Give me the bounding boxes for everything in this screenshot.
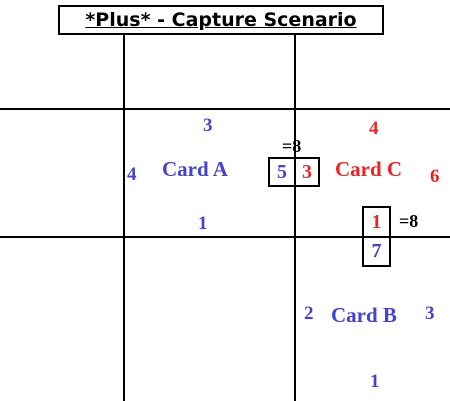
- card-b-name: Card B: [331, 303, 397, 327]
- card-b-left-value: 2: [304, 303, 314, 324]
- card-b-bottom-value: 1: [370, 371, 380, 392]
- card-c-bottom-value-box: 1: [362, 206, 391, 238]
- card-b-top-value-box: 7: [362, 236, 391, 267]
- card-c-right-value: 6: [430, 166, 440, 187]
- card-a-bottom-value: 1: [198, 213, 208, 234]
- card-a-left-value: 4: [127, 164, 137, 185]
- horizontal-sum-label: =8: [282, 136, 302, 156]
- card-c-left-value-box: 3: [294, 157, 320, 187]
- grid-line-horizontal-bottom: [0, 236, 450, 238]
- card-b-right-value: 3: [425, 303, 435, 324]
- card-a-top-value: 3: [203, 115, 213, 136]
- vertical-sum-label: =8: [399, 211, 419, 231]
- diagram-title: *Plus* - Capture Scenario: [58, 5, 384, 35]
- card-a-name: Card A: [162, 157, 228, 181]
- card-a-right-value-box: 5: [268, 157, 296, 187]
- card-c-name: Card C: [335, 157, 403, 181]
- grid-line-vertical-right: [294, 35, 296, 401]
- grid-line-horizontal-top: [0, 108, 450, 110]
- card-c-top-value: 4: [369, 118, 379, 139]
- grid-line-vertical-left: [123, 35, 125, 401]
